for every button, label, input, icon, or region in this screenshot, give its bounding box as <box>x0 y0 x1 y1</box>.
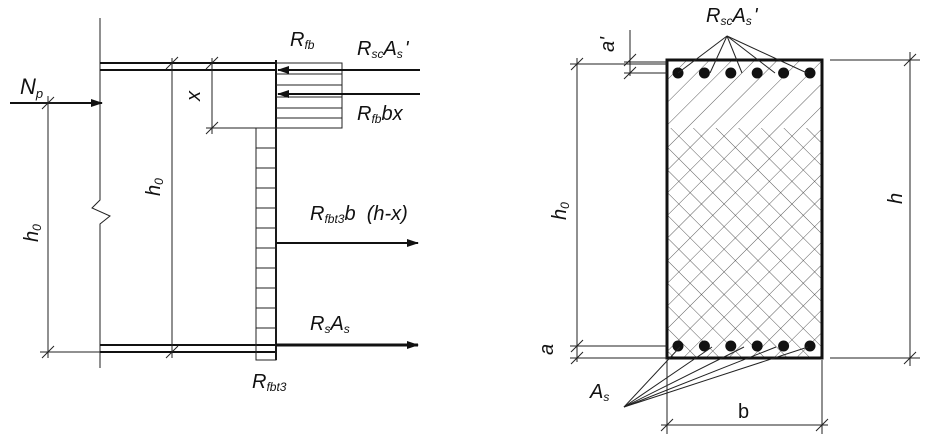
tension-hatch <box>256 147 276 329</box>
label-a: a <box>536 344 558 355</box>
section-outline <box>665 58 824 360</box>
top-rebar <box>725 67 737 79</box>
top-rebar <box>751 67 763 79</box>
tension-block <box>255 127 277 361</box>
label-rfbt3: Rfbt3 <box>252 371 287 394</box>
label-h0-inner: h0 <box>143 178 166 196</box>
label-rsc-as: RscAs' <box>357 38 410 61</box>
label-rfb: Rfb <box>290 29 315 52</box>
label-a-prime: a' <box>597 36 619 52</box>
label-x: x <box>183 90 205 102</box>
bottom-rebar <box>751 340 763 352</box>
bottom-rebar <box>778 340 790 352</box>
label-np: Np <box>20 74 43 101</box>
compression-zone <box>667 60 822 128</box>
bottom-rebar <box>725 340 737 352</box>
label-rsc-as-right: RscAs' <box>706 5 759 28</box>
bottom-leaders <box>623 346 809 408</box>
compression-hatch <box>276 73 342 119</box>
label-as-right: As <box>589 381 609 404</box>
top-rebar <box>778 67 790 79</box>
label-h0-outer: h0 <box>21 224 44 242</box>
top-rebar <box>804 67 816 79</box>
bottom-rebar <box>672 340 684 352</box>
top-leaders <box>677 35 808 74</box>
break-line <box>91 18 111 368</box>
label-h-right: h <box>885 193 907 204</box>
bottom-rebars <box>672 340 816 352</box>
bottom-rebar <box>698 340 710 352</box>
bottom-rebar <box>804 340 816 352</box>
label-rfbt3b: Rfbt3b (h-x) <box>310 203 408 226</box>
label-rfb-bx: Rfbbx <box>357 103 404 126</box>
label-rs-as: RsAs <box>310 313 350 336</box>
top-rebar <box>698 67 710 79</box>
compression-block <box>276 62 343 129</box>
label-h0-right: h0 <box>549 202 572 220</box>
top-rebars <box>672 67 816 79</box>
tension-zone <box>667 128 822 358</box>
left-diagram: Np Rfb RscAs' x Rfbbx h0 h0 Rfbt3b (h-x)… <box>10 18 420 394</box>
label-b: b <box>738 401 749 423</box>
right-diagram: RscAs' a' h0 h a As b <box>536 5 920 434</box>
